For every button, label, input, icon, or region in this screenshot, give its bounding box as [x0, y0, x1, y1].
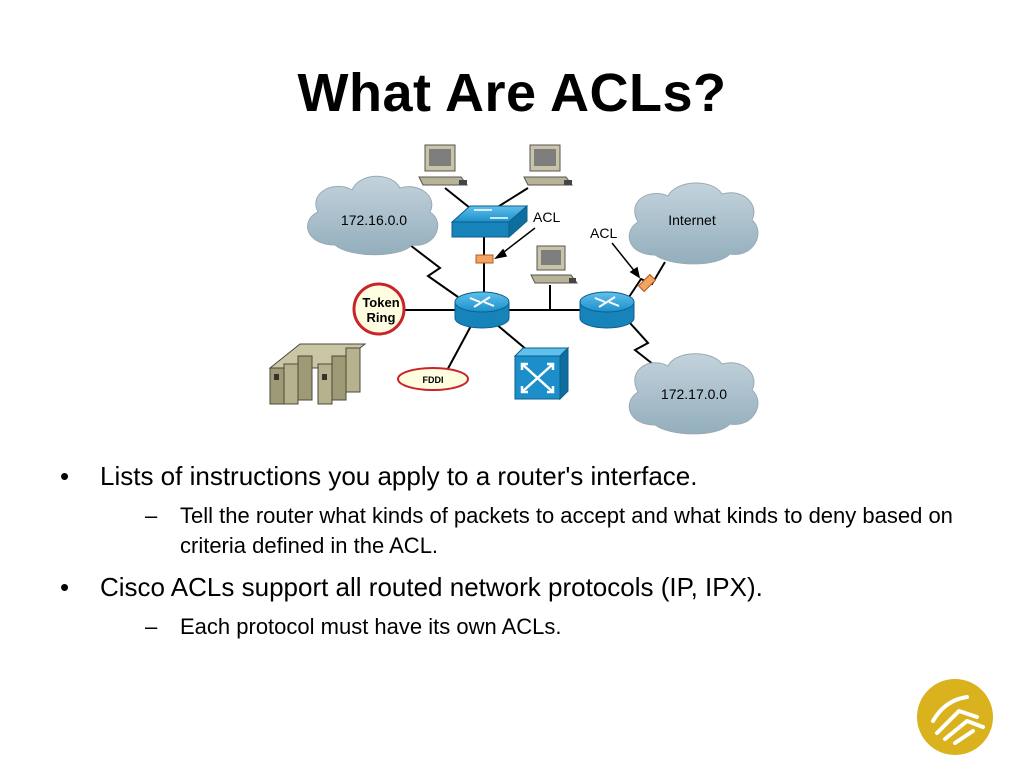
token-ring-line2: Ring	[367, 310, 396, 325]
atm-switch-icon	[513, 346, 570, 401]
sub-bullet-marker: –	[145, 503, 158, 528]
bullet-item: • Lists of instructions you apply to a r…	[60, 460, 960, 493]
sub-bullet-text: Each protocol must have its own ACLs.	[180, 614, 562, 639]
cloud-label-172-17: 172.17.0.0	[661, 386, 727, 402]
acl-arrows	[493, 227, 641, 279]
bullet-item: • Cisco ACLs support all routed network …	[60, 571, 960, 604]
token-ring-line1: Token	[362, 295, 399, 310]
cloud-172-16: 172.16.0.0	[307, 175, 439, 256]
router-icon	[579, 291, 635, 329]
bullet-text: Lists of instructions you apply to a rou…	[100, 461, 698, 491]
cloud-internet: Internet	[628, 182, 759, 265]
sub-bullet-item: – Tell the router what kinds of packets …	[145, 501, 960, 561]
acl-filter-icon	[637, 273, 657, 293]
cloud-label-172-16: 172.16.0.0	[341, 212, 407, 228]
logo-icon	[917, 679, 993, 755]
acl-label-internet: ACL	[590, 225, 617, 241]
server-cluster-icon	[268, 343, 367, 405]
network-diagram: 172.16.0.0 Internet 172.17.0.0 ACL ACL	[268, 144, 759, 435]
bullet-marker: •	[60, 572, 70, 602]
workstation-icon	[530, 245, 578, 284]
acl-filter-icon	[475, 254, 494, 264]
token-ring-icon: Token Ring	[352, 282, 406, 336]
router-icon	[454, 291, 510, 329]
slide-title: What Are ACLs?	[297, 63, 727, 123]
bullet-text: Cisco ACLs support all routed network pr…	[100, 572, 763, 602]
cloud-172-17: 172.17.0.0	[628, 353, 759, 435]
workstation-icon	[523, 144, 573, 186]
fddi-label: FDDI	[423, 375, 444, 385]
sub-bullet-item: – Each protocol must have its own ACLs.	[145, 612, 960, 642]
bullet-list: • Lists of instructions you apply to a r…	[60, 460, 960, 652]
cloud-label-internet: Internet	[668, 212, 716, 228]
sub-bullet-marker: –	[145, 614, 158, 639]
acl-label-switch: ACL	[533, 209, 560, 225]
workstation-icon	[418, 144, 468, 186]
sub-bullet-text: Tell the router what kinds of packets to…	[180, 503, 953, 558]
bullet-marker: •	[60, 461, 70, 491]
workgroup-switch-icon	[450, 204, 529, 239]
fddi-ring-icon: FDDI	[397, 367, 469, 391]
